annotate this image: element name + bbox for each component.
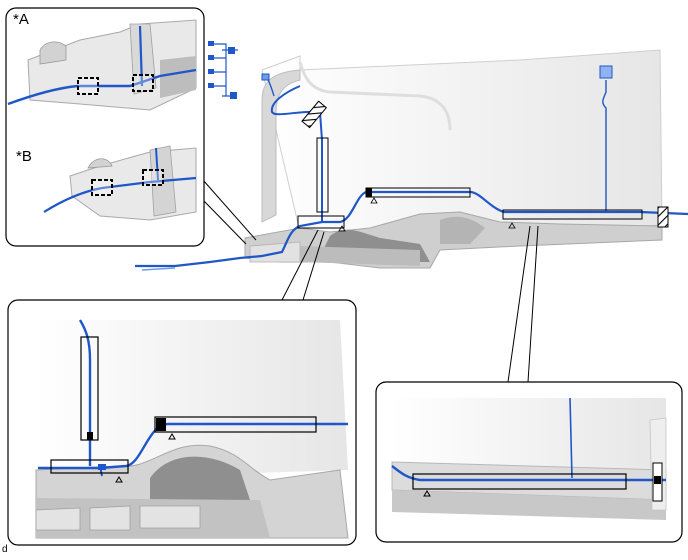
triangle-marker-icon — [370, 197, 378, 204]
main-view-boxes — [297, 100, 669, 232]
view-b-bracket — [43, 145, 197, 221]
detail-ab-panel — [5, 7, 205, 247]
triangle-marker-icon — [168, 433, 176, 440]
dashed-clamp-icon — [91, 179, 113, 196]
triangle-marker-icon — [115, 476, 123, 483]
dashed-clamp-icon — [132, 74, 154, 92]
view-a-label: *A — [13, 11, 29, 28]
detail-left-panel — [7, 299, 357, 546]
dashed-clamp-icon — [77, 77, 99, 95]
leader-lines — [202, 179, 539, 383]
dashed-clamp-icon — [142, 169, 164, 186]
view-b-label: *B — [16, 148, 32, 165]
hatched-tape-icon — [657, 206, 669, 228]
triangle-marker-icon — [423, 490, 431, 497]
figure-code-label: d — [2, 544, 8, 555]
detail-right-panel — [375, 381, 683, 543]
triangle-marker-icon — [338, 225, 346, 232]
view-a-bracket — [7, 19, 197, 111]
hatched-tape-icon — [301, 100, 328, 129]
main-body-view — [244, 49, 663, 269]
triangle-marker-icon — [508, 222, 516, 229]
connector-cluster — [208, 41, 238, 99]
